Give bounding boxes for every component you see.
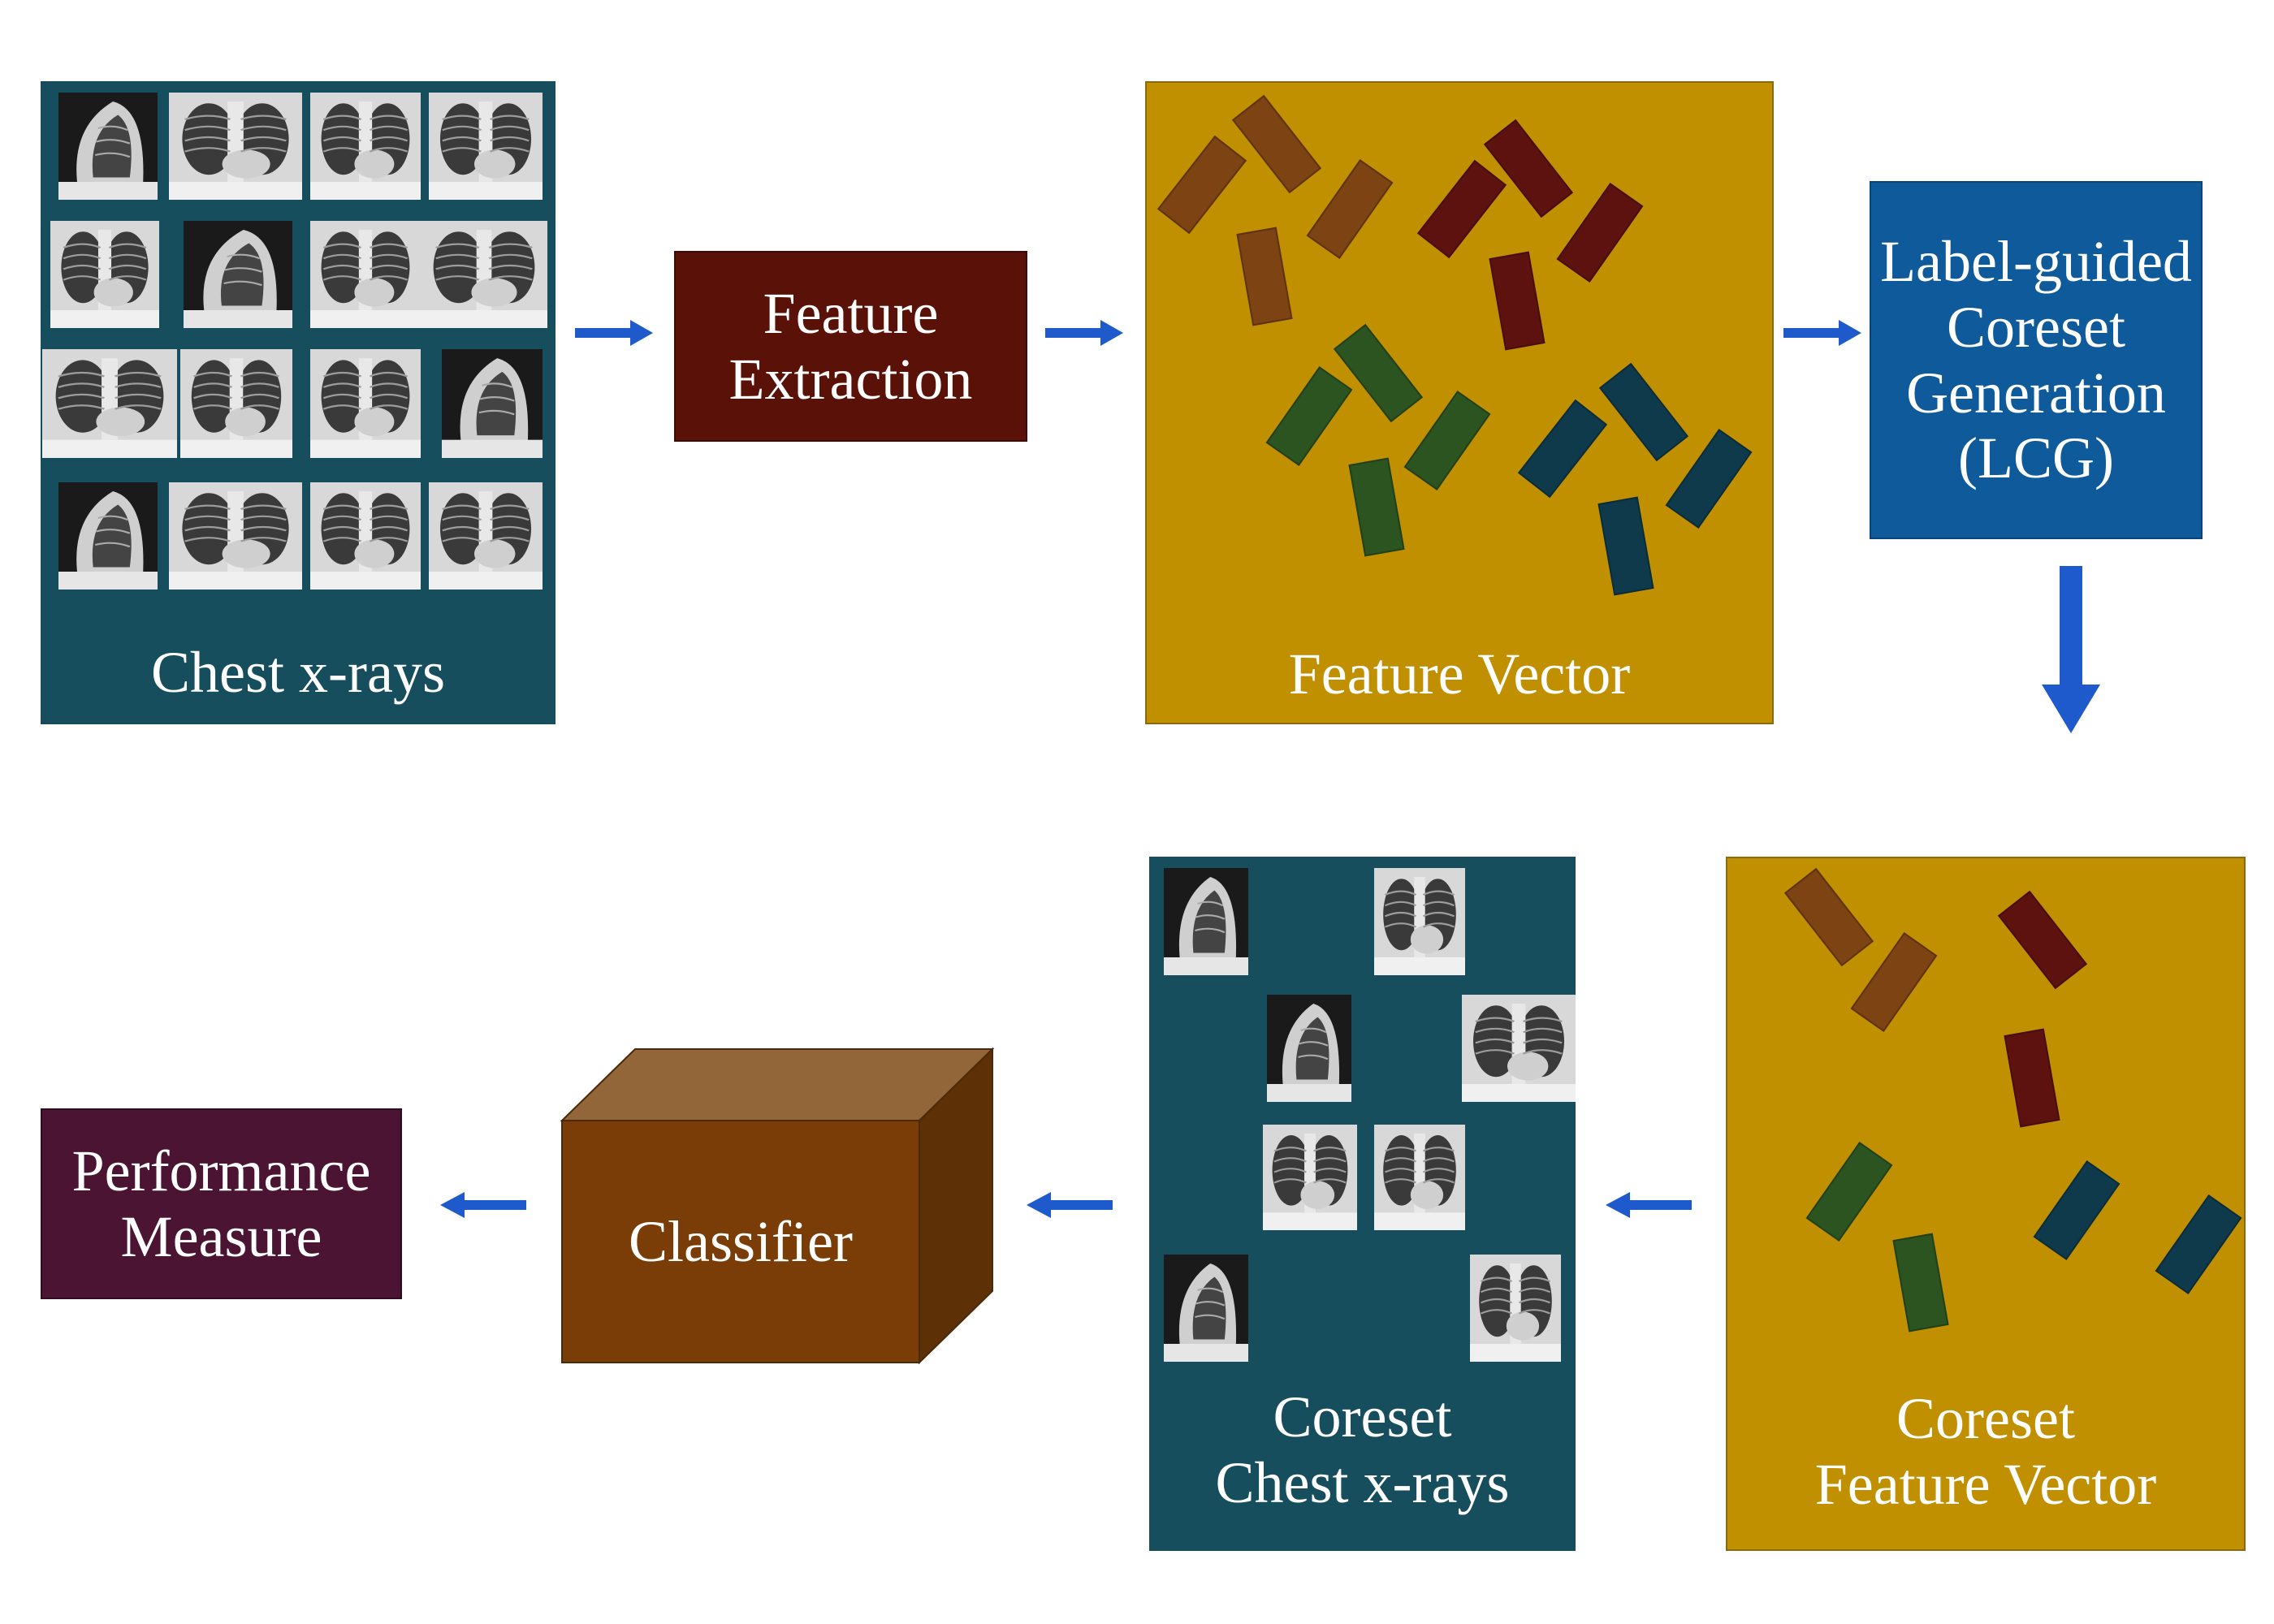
- feature-bar: [2033, 1160, 2121, 1260]
- arrow-left-icon: [1027, 1192, 1113, 1218]
- feature-vector-panel: Feature Vector: [1145, 81, 1774, 724]
- feature-bar: [1805, 1141, 1893, 1242]
- feature-bar: [2155, 1194, 2242, 1294]
- xray-frontal-image: [1470, 1255, 1561, 1362]
- xray-frontal-image: [42, 349, 177, 458]
- xray-lateral-image: [442, 349, 543, 458]
- coreset-feature-vector-line-2: Feature Vector: [1814, 1451, 2157, 1517]
- xray-frontal-image: [310, 221, 421, 328]
- arrow-left-icon: [1606, 1192, 1692, 1218]
- coreset-chest-xrays-line-2: Chest x-rays: [1215, 1449, 1510, 1515]
- xray-lateral-image: [58, 482, 158, 590]
- coreset-chest-xrays-line-1: Coreset: [1273, 1384, 1452, 1449]
- feature-extraction-line-2: Extraction: [728, 346, 973, 412]
- lcg-line-2: Coreset: [1947, 294, 2125, 360]
- xray-lateral-image: [1164, 868, 1248, 975]
- feature-bar: [1231, 94, 1322, 193]
- feature-bar: [1517, 399, 1608, 498]
- xray-frontal-image: [180, 349, 292, 458]
- performance-measure-box: Performance Measure: [41, 1108, 402, 1299]
- feature-bar: [1997, 890, 2088, 989]
- xray-frontal-image: [310, 482, 421, 590]
- xray-frontal-image: [169, 93, 302, 200]
- arrow-left-icon: [440, 1192, 526, 1218]
- feature-bar: [1597, 496, 1654, 595]
- arrow-right-icon: [1045, 320, 1123, 346]
- lcg-box: Label-guided Coreset Generation (LCG): [1870, 181, 2203, 539]
- feature-bar: [1416, 159, 1507, 258]
- coreset-feature-vector-panel: Coreset Feature Vector: [1726, 857, 2246, 1551]
- lcg-line-1: Label-guided: [1880, 229, 2192, 295]
- feature-extraction-line-1: Feature: [763, 280, 939, 346]
- xray-frontal-image: [1374, 868, 1465, 975]
- xray-frontal-image: [1263, 1125, 1357, 1230]
- feature-bar: [1556, 182, 1644, 283]
- xray-frontal-image: [50, 221, 159, 328]
- xray-frontal-image: [421, 221, 547, 328]
- feature-bar: [1236, 227, 1293, 326]
- feature-bar: [1483, 119, 1574, 218]
- chest-xrays-panel: Chest x-rays: [41, 81, 556, 724]
- feature-bar: [1156, 135, 1247, 234]
- xray-lateral-image: [1164, 1255, 1248, 1362]
- feature-bar: [2004, 1028, 2060, 1127]
- chest-xrays-label: Chest x-rays: [151, 640, 445, 705]
- feature-bar: [1333, 323, 1424, 422]
- coreset-chest-xrays-label: Coreset Chest x-rays: [1149, 1384, 1576, 1515]
- arrow-right-icon: [1783, 320, 1861, 346]
- xray-lateral-image: [58, 93, 158, 200]
- xray-frontal-image: [169, 482, 302, 590]
- arrow-down-icon: [2042, 566, 2100, 733]
- feature-bar: [1265, 365, 1353, 466]
- classifier-label: Classifier: [629, 1208, 853, 1274]
- performance-measure-line-1: Performance: [71, 1138, 371, 1203]
- coreset-feature-vector-label: Coreset Feature Vector: [1727, 1386, 2244, 1517]
- coreset-feature-vector-line-1: Coreset: [1896, 1386, 2075, 1451]
- lcg-line-3: Generation: [1906, 360, 2166, 425]
- xray-lateral-image: [184, 221, 292, 328]
- feature-vector-label: Feature Vector: [1288, 641, 1631, 706]
- arrow-right-icon: [575, 320, 653, 346]
- feature-extraction-box: Feature Extraction: [674, 251, 1027, 442]
- classifier-cube: [560, 1047, 995, 1364]
- feature-bar: [1783, 867, 1874, 966]
- xray-frontal-image: [1374, 1125, 1465, 1230]
- xray-frontal-image: [429, 482, 543, 590]
- feature-bar: [1598, 362, 1689, 461]
- feature-bar: [1892, 1233, 1949, 1332]
- coreset-chest-xrays-panel: Coreset Chest x-rays: [1149, 857, 1576, 1551]
- xray-lateral-image: [1267, 995, 1351, 1102]
- feature-bar: [1348, 457, 1405, 556]
- feature-bar: [1403, 390, 1491, 490]
- xray-frontal-image: [429, 93, 543, 200]
- performance-measure-line-2: Measure: [120, 1203, 322, 1269]
- xray-frontal-image: [310, 349, 421, 458]
- feature-bar: [1306, 158, 1394, 259]
- lcg-line-4: (LCG): [1958, 425, 2114, 491]
- feature-bar: [1489, 251, 1546, 350]
- xray-frontal-image: [310, 93, 421, 200]
- xray-frontal-image: [1462, 995, 1576, 1102]
